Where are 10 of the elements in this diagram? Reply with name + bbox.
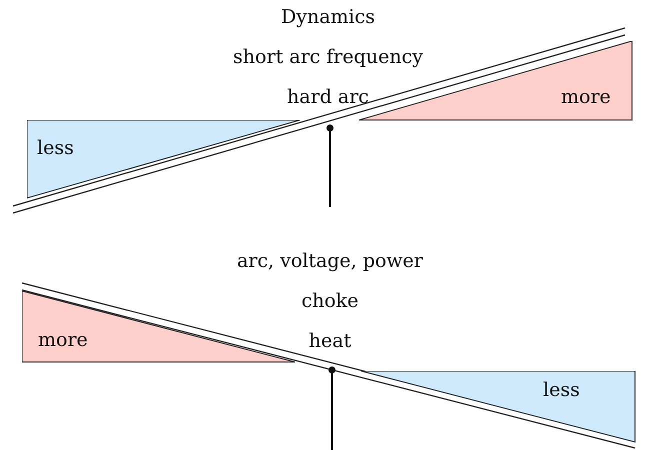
term-label: choke bbox=[301, 290, 359, 312]
wedge-label: less bbox=[37, 137, 74, 159]
term-label: Dynamics bbox=[280, 6, 376, 28]
wedge-label: more bbox=[561, 86, 611, 108]
term-label: arc, voltage, power bbox=[236, 250, 424, 272]
term-label: short arc frequency bbox=[233, 46, 423, 68]
wedge-label: more bbox=[38, 329, 88, 351]
term-label: heat bbox=[308, 330, 352, 352]
term-label: hard arc bbox=[287, 86, 369, 108]
wedge-label: less bbox=[543, 379, 580, 401]
